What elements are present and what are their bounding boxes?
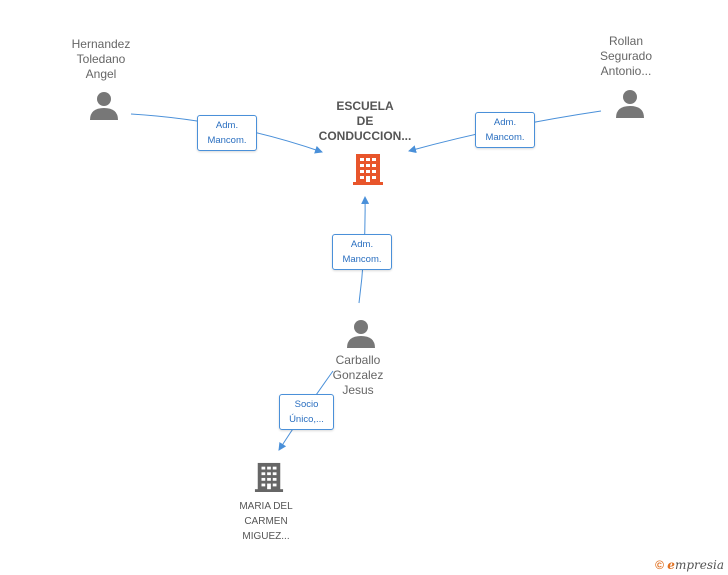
relation-badge-carballo[interactable]: Adm. Mancom. bbox=[332, 234, 392, 270]
center-company-name[interactable]: ESCUELA DE CONDUCCION... bbox=[318, 99, 412, 143]
company-name-maria[interactable]: MARIA DEL CARMEN MIGUEZ... bbox=[239, 501, 293, 542]
relation-badge-hernandez[interactable]: Adm. Mancom. bbox=[197, 115, 257, 151]
person-name-carballo[interactable]: Carballo Gonzalez Jesus bbox=[332, 353, 384, 397]
relation-badge-rollan[interactable]: Adm. Mancom. bbox=[475, 112, 535, 148]
copyright-symbol: © bbox=[655, 558, 664, 572]
person-icon-carballo[interactable] bbox=[346, 318, 376, 348]
relation-badge-maria[interactable]: Socio Único,... bbox=[279, 394, 334, 430]
building-icon-maria[interactable] bbox=[254, 460, 284, 494]
brand-logo-e: e bbox=[667, 558, 675, 572]
footer-brand: © empresia bbox=[655, 558, 724, 572]
building-icon-center[interactable] bbox=[352, 152, 384, 186]
person-icon-rollan[interactable] bbox=[615, 88, 645, 118]
person-name-rollan[interactable]: Rollan Segurado Antonio... bbox=[599, 34, 653, 78]
person-name-hernandez[interactable]: Hernandez Toledano Angel bbox=[71, 37, 131, 81]
brand-logo-text: mpresia bbox=[674, 558, 724, 572]
person-icon-hernandez[interactable] bbox=[89, 90, 119, 120]
